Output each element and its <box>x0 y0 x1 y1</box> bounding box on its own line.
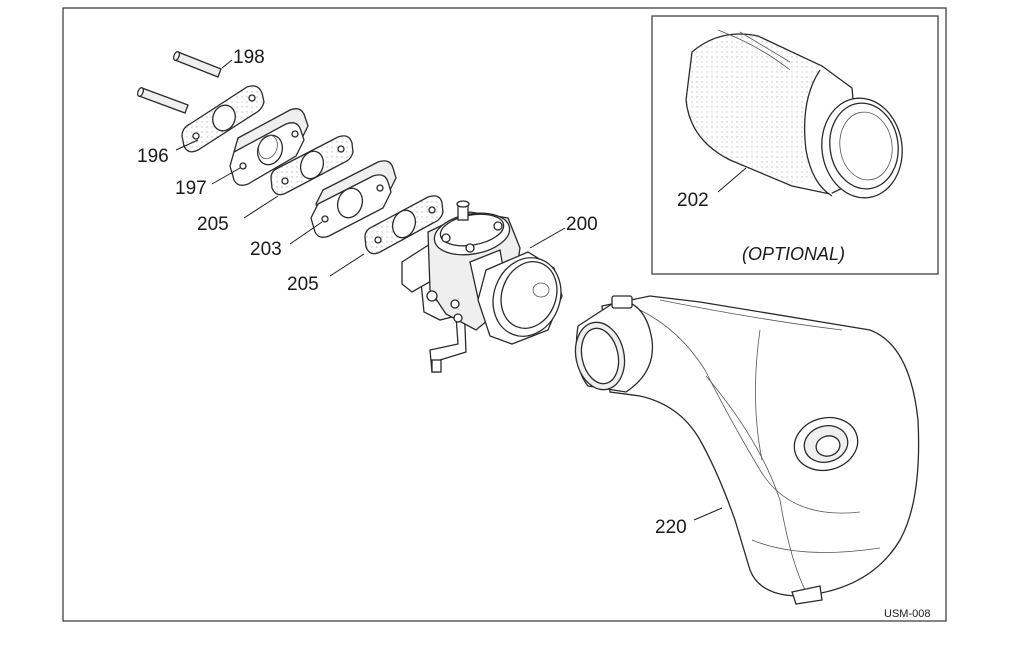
callout-202: 202 <box>677 190 709 211</box>
optional-label: (OPTIONAL) <box>742 244 845 264</box>
callout-220: 220 <box>655 517 687 538</box>
airbox-220 <box>574 295 920 605</box>
callout-203: 203 <box>250 239 282 260</box>
callout-200: 200 <box>566 214 598 235</box>
gasket-205-lower <box>364 195 444 255</box>
filter-202 <box>685 29 903 199</box>
gasket-196 <box>181 85 265 153</box>
stud-196 <box>136 87 189 114</box>
callout-197: 197 <box>175 178 207 199</box>
leader-lines <box>175 59 747 521</box>
drawing-code: USM-008 <box>884 608 930 620</box>
callout-205-lower: 205 <box>287 274 319 295</box>
diagram-frame <box>62 7 947 622</box>
stud-198 <box>172 51 222 78</box>
insulator-203 <box>310 160 397 238</box>
optional-inset-frame <box>651 15 939 275</box>
gasket-205-upper <box>270 135 354 196</box>
callout-198: 198 <box>233 47 265 68</box>
callout-205-upper: 205 <box>197 214 229 235</box>
callout-196: 196 <box>137 146 169 167</box>
carburetor-200 <box>401 200 563 373</box>
spacer-197 <box>229 108 309 186</box>
